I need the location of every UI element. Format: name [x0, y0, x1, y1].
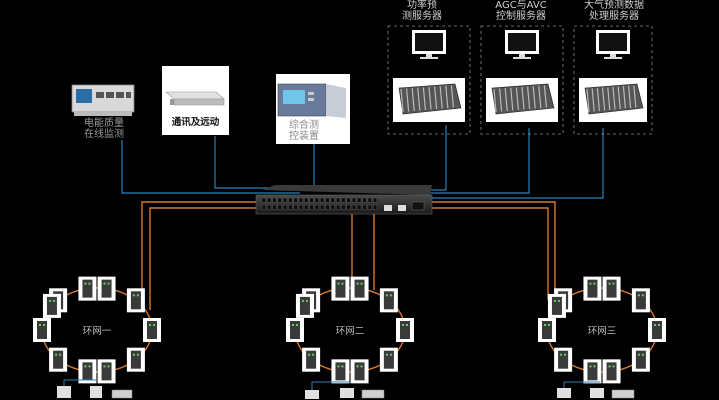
ring-1-nodes: [33, 276, 161, 384]
server-group-3-label-line2: 处理服务器: [589, 11, 639, 22]
industrial-switch-icon: [49, 347, 68, 372]
ring-2-nodes: [286, 276, 414, 384]
link-power-quality: [121, 140, 300, 194]
industrial-switch-icon: [379, 288, 398, 313]
integrated-label-line2: 控装置: [289, 131, 319, 142]
switch-ports: [261, 197, 425, 211]
link-server-3: [430, 128, 604, 199]
server-group-3-label: 大气预测数据 处理服务器: [576, 0, 652, 22]
server-group-2: [480, 25, 564, 135]
industrial-switch-icon: [396, 318, 414, 342]
fiber-left-inner: [149, 207, 258, 310]
industrial-switch-icon: [42, 293, 61, 318]
industrial-switch-icon: [97, 359, 116, 384]
industrial-switch-icon: [631, 347, 650, 372]
industrial-switch-icon: [583, 359, 602, 384]
industrial-switch-icon: [379, 347, 398, 372]
ring-3-nodes: [538, 276, 666, 384]
core-switch: [255, 185, 433, 215]
integrated-control-device: [276, 74, 350, 144]
comm-remote-label: 通讯及远动: [171, 117, 220, 128]
industrial-switch-icon: [295, 293, 314, 318]
power-quality-label-line1: 电能质量: [84, 118, 124, 129]
server-group-1: [387, 25, 471, 135]
server-group-3: [573, 25, 653, 135]
industrial-switch-icon: [126, 288, 145, 313]
industrial-switch-icon: [331, 359, 350, 384]
industrial-switch-icon: [547, 293, 566, 318]
industrial-switch-icon: [350, 359, 369, 384]
server-group-1-label-line2: 测服务器: [402, 11, 442, 22]
blade-server-icon: [486, 78, 558, 122]
fiber-right-inner: [432, 207, 549, 300]
ring-one-label: 环网一: [82, 326, 112, 337]
integrated-label-line1: 综合测: [289, 120, 319, 131]
industrial-switch-icon: [78, 276, 97, 301]
power-quality-label: 电能质量 在线监测: [72, 118, 136, 140]
industrial-switch-icon: [143, 318, 161, 342]
fiber-right-outer: [432, 201, 556, 290]
industrial-switch-icon: [583, 276, 602, 301]
industrial-switch-icon: [538, 318, 556, 342]
industrial-switch-icon: [126, 347, 145, 372]
industrial-switch-icon: [554, 347, 573, 372]
industrial-switch-icon: [602, 359, 621, 384]
ring-nodes: [33, 276, 666, 384]
industrial-switch-icon: [33, 318, 51, 342]
server-group-3-label-line1: 大气预测数据: [584, 0, 644, 11]
industrial-switch-icon: [331, 276, 350, 301]
industrial-switch-icon: [97, 276, 116, 301]
industrial-switch-icon: [350, 276, 369, 301]
industrial-switch-icon: [78, 359, 97, 384]
link-server-1: [430, 125, 447, 191]
power-quality-monitor: [71, 84, 135, 116]
server-groups: [387, 25, 653, 135]
server-group-1-label: 功率预 测服务器: [392, 0, 452, 22]
server-group-2-label: AGC与AVC 控制服务器: [488, 0, 554, 22]
server-group-2-label-line1: AGC与AVC: [495, 0, 547, 11]
blade-server-icon: [579, 78, 647, 122]
fiber-left-outer: [141, 201, 258, 310]
link-server-2: [430, 128, 530, 194]
server-group-2-label-line2: 控制服务器: [496, 11, 546, 22]
industrial-switch-icon: [631, 288, 650, 313]
industrial-switch-icon: [302, 347, 321, 372]
industrial-switch-icon: [602, 276, 621, 301]
bottom-peripherals: [57, 379, 635, 399]
monitor-icon: [596, 30, 630, 59]
industrial-switch-icon: [648, 318, 666, 342]
industrial-switch-icon: [286, 318, 304, 342]
ring-three-label: 环网三: [587, 326, 617, 337]
blade-server-icon: [393, 78, 465, 122]
server-group-1-label-line1: 功率预: [407, 0, 437, 11]
integrated-label: 综合测 控装置: [276, 120, 332, 142]
ring-two-label: 环网二: [335, 326, 365, 337]
monitor-icon: [505, 30, 539, 59]
monitor-icon: [412, 30, 446, 59]
power-quality-label-line2: 在线监测: [84, 129, 124, 140]
comm-remote-unit: [162, 66, 229, 135]
orange-fiber-links: [41, 201, 658, 373]
